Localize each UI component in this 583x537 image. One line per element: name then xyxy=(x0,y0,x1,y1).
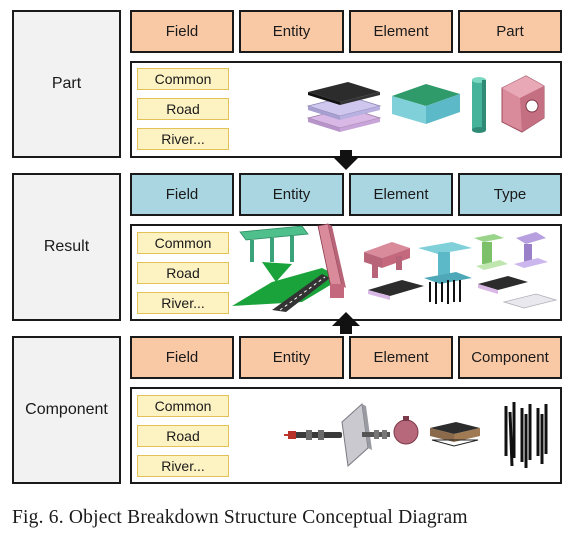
section-label-part: Part xyxy=(12,10,121,158)
anchor-plate-illustration xyxy=(341,402,390,468)
header-entity: Entity xyxy=(239,173,344,216)
tag-common: Common xyxy=(137,68,229,90)
pier-illustration xyxy=(364,242,424,300)
header-text: Field xyxy=(165,23,199,40)
arrow-down-icon xyxy=(332,150,360,170)
bearing-pad-illustration xyxy=(430,422,480,447)
tag-text: River... xyxy=(161,458,205,474)
tag-text: Road xyxy=(166,428,200,444)
header-element: Element xyxy=(349,10,453,53)
header-text: Entity xyxy=(272,23,311,40)
header-text: Entity xyxy=(272,349,311,366)
component-illustrations xyxy=(284,402,548,468)
rebar-cage-illustration xyxy=(504,402,548,468)
anchor-bolt-illustration xyxy=(284,430,342,440)
result-illustrations xyxy=(232,223,558,312)
header-text: Field xyxy=(165,186,199,203)
section-label-result: Result xyxy=(12,173,121,321)
tag-text: Common xyxy=(154,235,212,251)
section-label-text: Part xyxy=(51,75,82,92)
tag-text: Road xyxy=(166,265,200,281)
header-entity: Entity xyxy=(239,336,344,379)
stacked-slabs-illustration xyxy=(306,82,382,132)
green-box-illustration xyxy=(392,84,460,124)
header-part: Part xyxy=(458,10,562,53)
tag-river: River... xyxy=(137,455,229,477)
bracket-illustration xyxy=(501,75,545,133)
tag-text: Common xyxy=(154,398,212,414)
header-text: Type xyxy=(493,186,527,203)
header-text: Element xyxy=(373,186,429,203)
round-plate-illustration xyxy=(393,416,419,445)
header-field: Field xyxy=(130,173,234,216)
arrow-up-icon xyxy=(332,312,360,334)
section-label-text: Result xyxy=(43,238,90,255)
figure-caption: Fig. 6. Object Breakdown Structure Conce… xyxy=(12,507,468,528)
header-component: Component xyxy=(458,336,562,379)
tag-river: River... xyxy=(137,292,229,314)
tag-river: River... xyxy=(137,128,229,150)
section-label-text: Component xyxy=(25,401,108,418)
bridge-road-illustration xyxy=(232,223,346,312)
tag-common: Common xyxy=(137,232,229,254)
header-field: Field xyxy=(130,10,234,53)
header-type: Type xyxy=(458,173,562,216)
tag-common: Common xyxy=(137,395,229,417)
section-label-component: Component xyxy=(12,336,121,484)
part-illustrations xyxy=(306,75,545,133)
type-shapes-illustration xyxy=(474,232,558,309)
pile-pier-illustration xyxy=(418,242,472,304)
header-text: Element xyxy=(373,349,429,366)
header-text: Component xyxy=(471,349,549,366)
header-text: Element xyxy=(373,23,429,40)
tag-text: Road xyxy=(166,101,200,117)
tag-text: Common xyxy=(154,71,212,87)
tag-road: Road xyxy=(137,98,229,120)
header-text: Entity xyxy=(272,186,311,203)
header-text: Part xyxy=(496,23,524,40)
header-element: Element xyxy=(349,336,453,379)
tag-text: River... xyxy=(161,131,205,147)
header-element: Element xyxy=(349,173,453,216)
column-illustration xyxy=(472,77,486,133)
header-entity: Entity xyxy=(239,10,344,53)
tag-road: Road xyxy=(137,425,229,447)
header-text: Field xyxy=(165,349,199,366)
header-field: Field xyxy=(130,336,234,379)
tag-text: River... xyxy=(161,295,205,311)
tag-road: Road xyxy=(137,262,229,284)
